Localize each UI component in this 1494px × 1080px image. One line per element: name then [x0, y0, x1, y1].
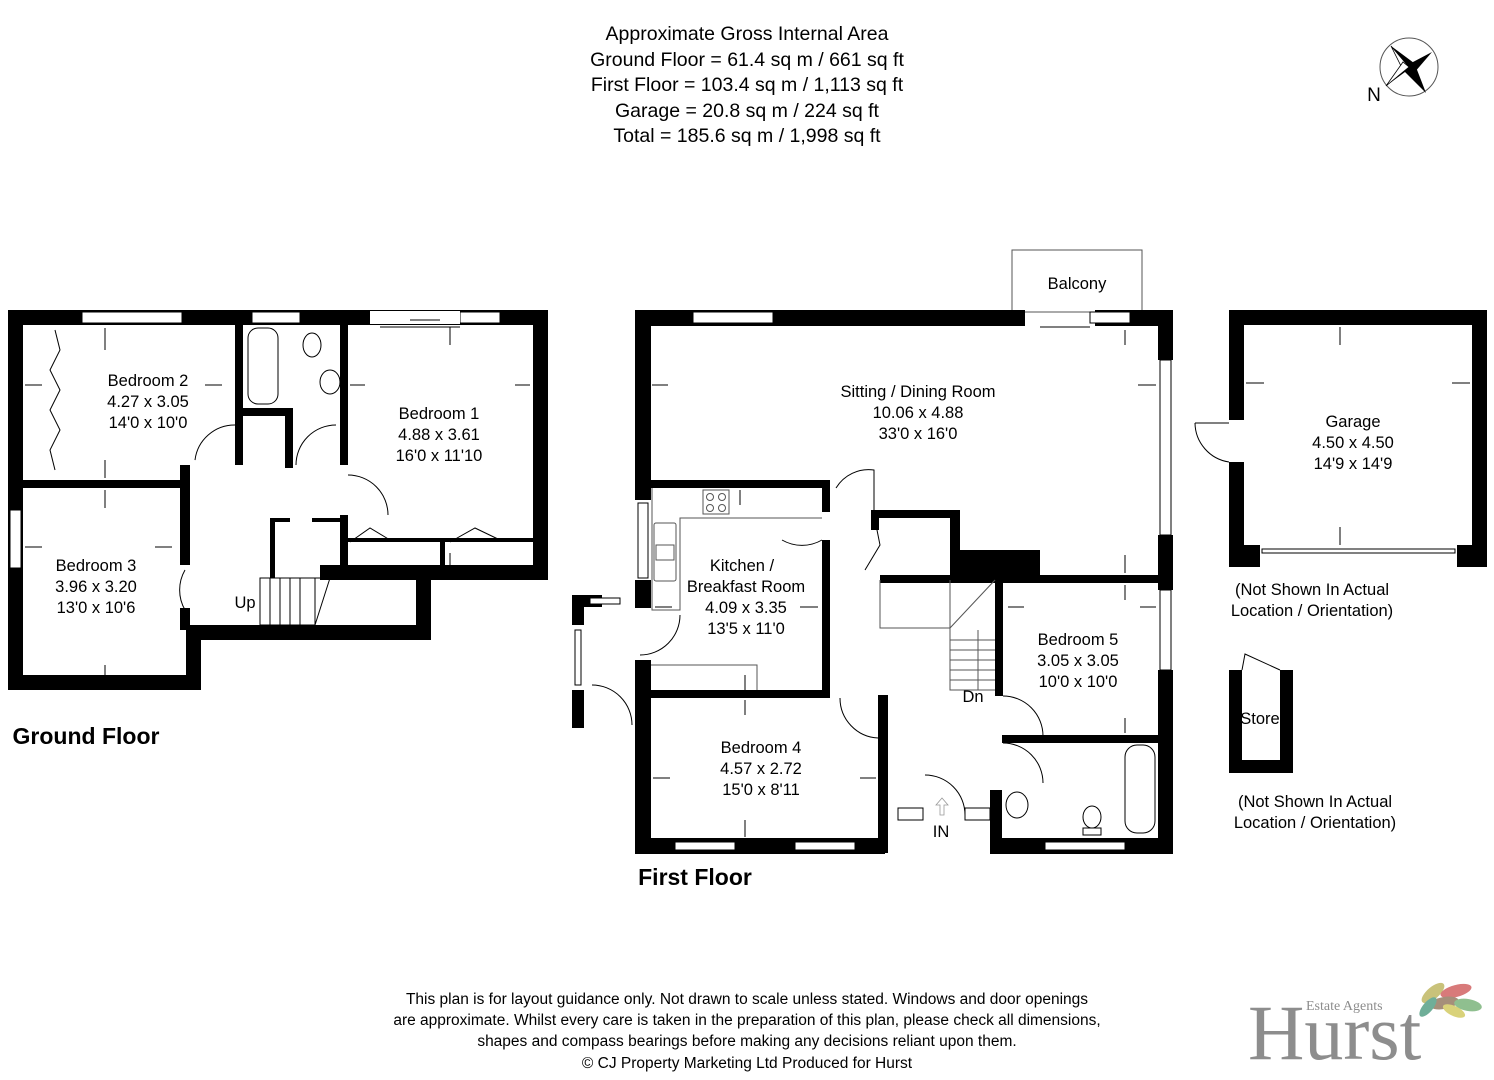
- leaves-icon: [1419, 982, 1482, 1018]
- compass-north-label: N: [1367, 85, 1381, 106]
- disclaimer-line: are approximate. Whilst every care is ta…: [393, 1012, 1101, 1030]
- room-name: Bedroom 5: [1038, 631, 1119, 649]
- room-metric: 4.09 x 3.35: [705, 599, 787, 617]
- entrance-label: IN: [933, 823, 950, 841]
- ground-floor-plan: Bedroom 2 4.27 x 3.05 14'0 x 10'0 Bedroo…: [8, 310, 548, 749]
- area-summary: Approximate Gross Internal Area Ground F…: [0, 22, 1494, 150]
- room-metric: 4.57 x 2.72: [720, 760, 802, 778]
- room-imperial: 14'0 x 10'0: [109, 414, 188, 432]
- first-floor-title: First Floor: [638, 864, 752, 890]
- garage-name: Garage: [1325, 413, 1380, 431]
- balcony-label: Balcony: [1048, 275, 1107, 293]
- room-name: Sitting / Dining Room: [841, 383, 996, 401]
- garage-imperial: 14'9 x 14'9: [1314, 455, 1393, 473]
- garage-note-line1: (Not Shown In Actual: [1235, 581, 1389, 599]
- store-plan: Store (Not Shown In Actual Location / Or…: [1229, 653, 1396, 832]
- room-imperial: 15'0 x 8'11: [722, 781, 800, 799]
- area-garage: Garage = 20.8 sq m / 224 sq ft: [615, 99, 879, 122]
- room-name: Bedroom 4: [721, 739, 802, 757]
- room-imperial: 13'0 x 10'6: [57, 599, 136, 617]
- store-name: Store: [1240, 710, 1279, 728]
- room-metric: 4.27 x 3.05: [107, 393, 189, 411]
- room-name: Bedroom 2: [108, 372, 189, 390]
- first-floor-plan: Balcony: [572, 249, 1173, 890]
- room-metric: 3.05 x 3.05: [1037, 652, 1119, 670]
- room-imperial: 16'0 x 11'10: [396, 447, 483, 465]
- area-title: Approximate Gross Internal Area: [605, 23, 889, 45]
- copyright-line: © CJ Property Marketing Ltd Produced for…: [581, 1054, 913, 1072]
- room-name: Kitchen /: [710, 557, 775, 575]
- room-metric: 4.88 x 3.61: [398, 426, 480, 444]
- logo-brand: Hurst: [1248, 989, 1422, 1076]
- compass-rose-icon: N: [1367, 37, 1439, 106]
- ground-floor-title: Ground Floor: [13, 723, 160, 749]
- disclaimer-line: shapes and compass bearings before makin…: [477, 1033, 1017, 1051]
- room-imperial: 13'5 x 11'0: [707, 620, 785, 638]
- room-name-line2: Breakfast Room: [687, 578, 805, 596]
- garage-metric: 4.50 x 4.50: [1312, 434, 1394, 452]
- logo-tagline: Estate Agents: [1306, 999, 1383, 1014]
- room-imperial: 33'0 x 16'0: [879, 425, 958, 443]
- area-first-floor: First Floor = 103.4 sq m / 1,113 sq ft: [590, 74, 904, 96]
- room-imperial: 10'0 x 10'0: [1039, 673, 1118, 691]
- garage-plan: Garage 4.50 x 4.50 14'9 x 14'9 (Not Show…: [1194, 310, 1487, 620]
- room-name: Bedroom 1: [399, 405, 480, 423]
- room-metric: 10.06 x 4.88: [873, 404, 964, 422]
- store-note-line1: (Not Shown In Actual: [1238, 793, 1392, 811]
- garage-note-line2: Location / Orientation): [1231, 602, 1393, 620]
- stairs-up-label: Up: [234, 594, 255, 612]
- room-metric: 3.96 x 3.20: [55, 578, 137, 596]
- area-ground-floor: Ground Floor = 61.4 sq m / 661 sq ft: [590, 48, 904, 71]
- hurst-logo: Estate Agents Hurst: [1246, 975, 1486, 1075]
- disclaimer: This plan is for layout guidance only. N…: [0, 989, 1494, 1074]
- store-note-line2: Location / Orientation): [1234, 814, 1396, 832]
- stairs-down-label: Dn: [962, 688, 983, 706]
- area-total: Total = 185.6 sq m / 1,998 sq ft: [613, 125, 881, 147]
- room-name: Bedroom 3: [56, 557, 137, 575]
- disclaimer-line: This plan is for layout guidance only. N…: [405, 991, 1089, 1008]
